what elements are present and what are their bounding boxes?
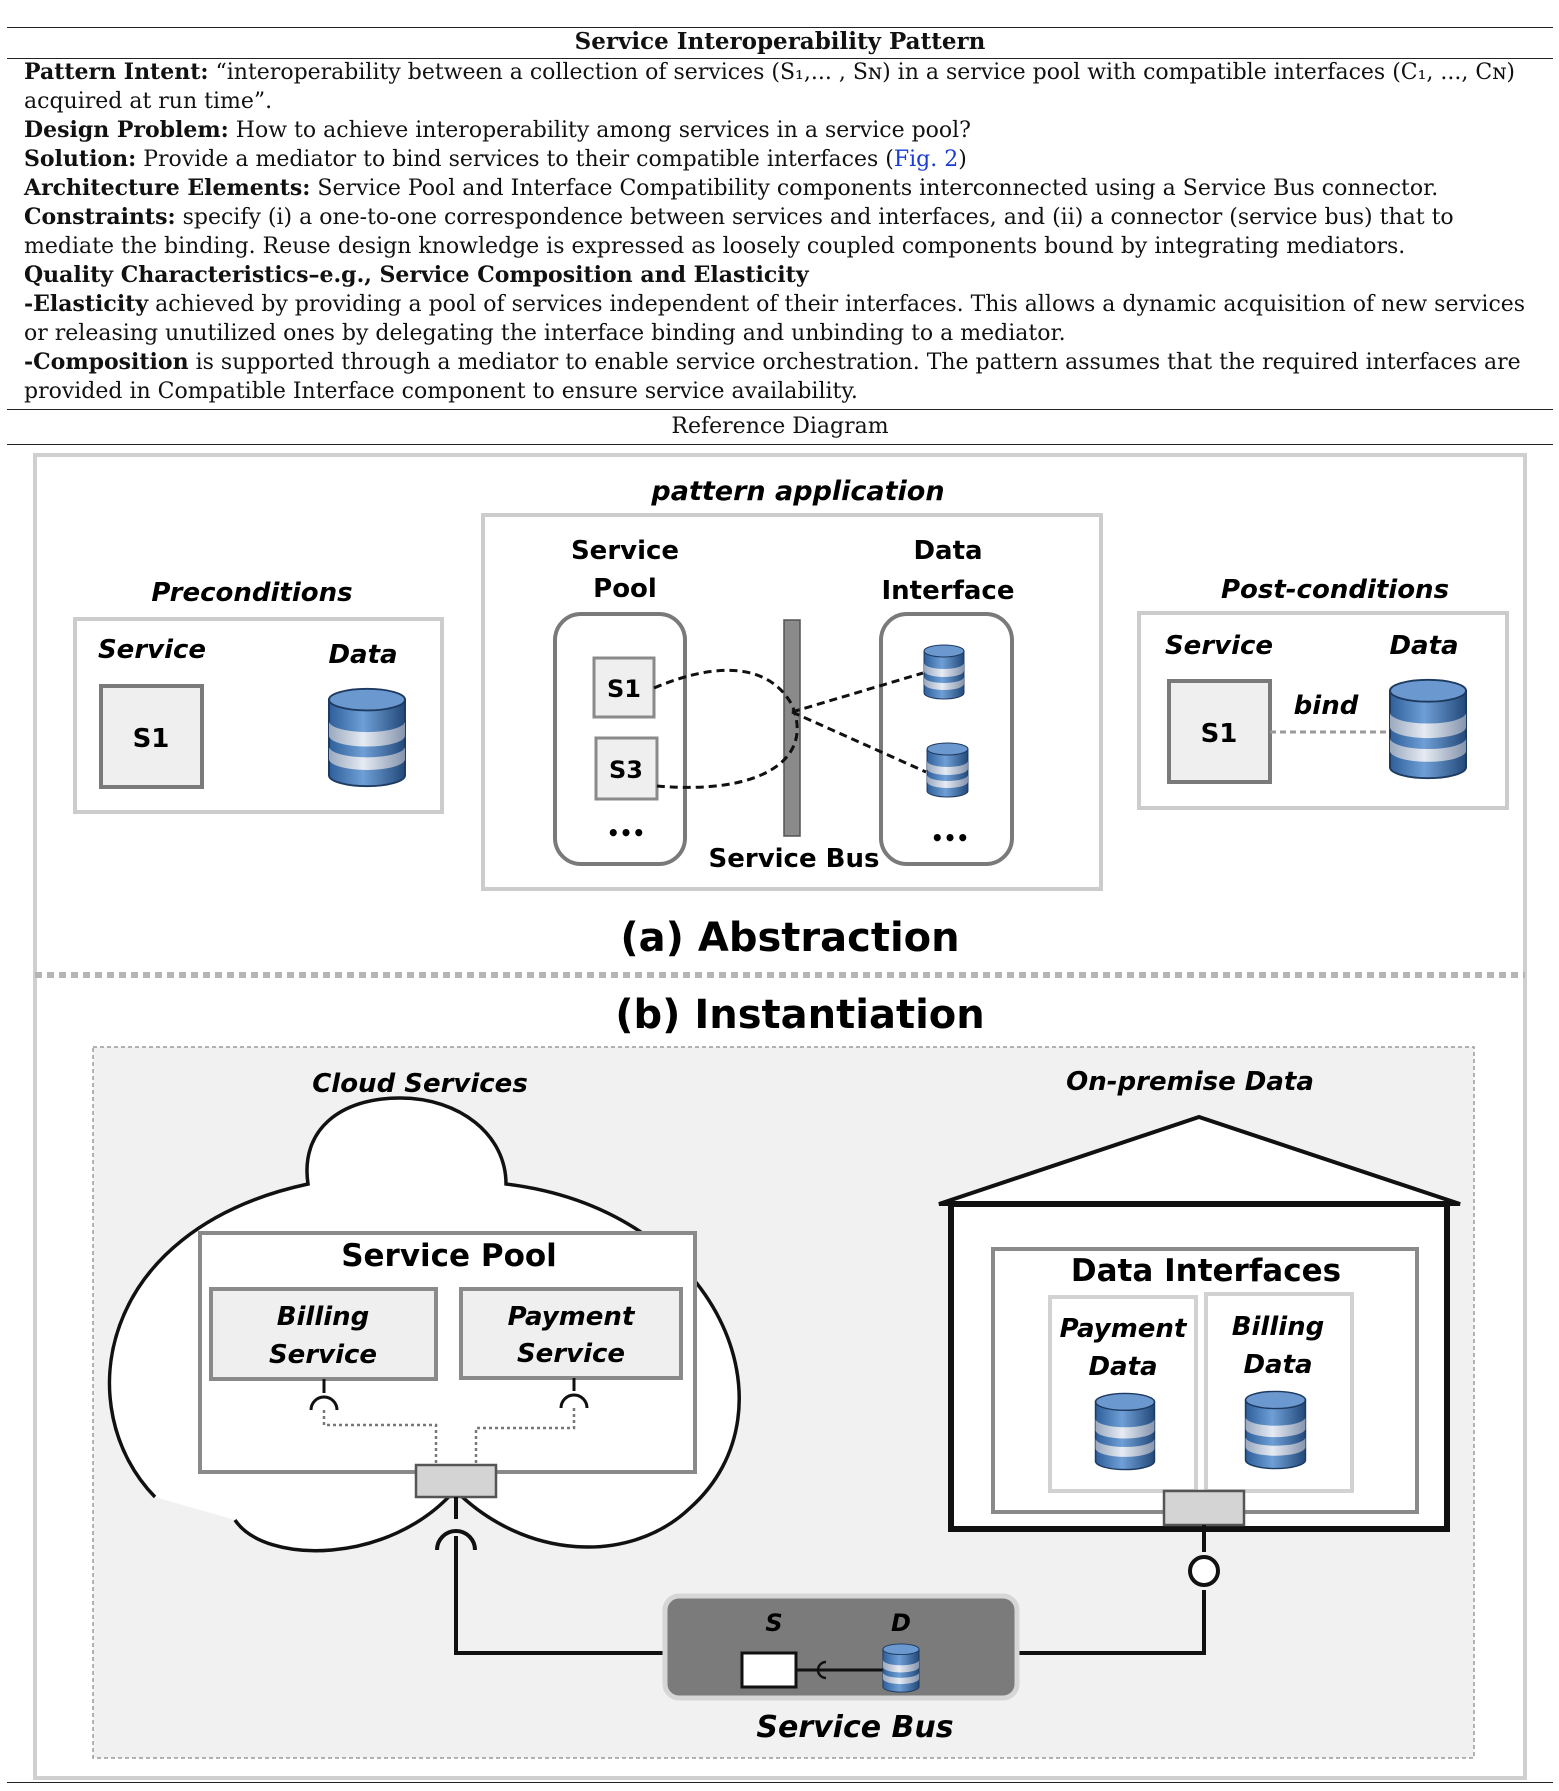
pattern-application-label: pattern application (650, 476, 944, 507)
preconditions-label: Preconditions (151, 578, 352, 608)
payment-service-line1: Payment (508, 1302, 636, 1332)
constraints: Constraints: specify (i) a one-to-one co… (24, 204, 1454, 259)
pool-s3-label: S3 (609, 756, 643, 784)
billing-service-box[interactable] (209, 1287, 438, 1381)
service-bus-bar (783, 619, 801, 837)
payment-service-line2: Service (517, 1339, 625, 1369)
service-pool-title: Service Pool (341, 1238, 557, 1274)
abstraction-caption: (a) Abstraction (620, 915, 959, 961)
payment-service-box[interactable] (459, 1287, 683, 1380)
pre-data-label: Data (328, 640, 397, 670)
interface-database-icon-2 (926, 742, 969, 798)
service-bus-box (662, 1593, 1020, 1701)
bus-s-box (740, 1651, 798, 1689)
bus-d-label: D (891, 1609, 911, 1637)
payment-database-icon (1094, 1392, 1156, 1471)
pool-s1-box (592, 656, 656, 719)
data-interface-line1: Data (913, 536, 982, 566)
fig-link[interactable]: Fig. 2 (893, 147, 959, 172)
post-service-label: Service (1165, 631, 1273, 661)
payment-data-line1: Payment (1060, 1314, 1188, 1344)
billing-database-icon (1244, 1390, 1307, 1470)
billing-data-line1: Billing (1232, 1312, 1325, 1342)
quality-characteristics: Quality Characteristics–e.g., Service Co… (24, 262, 809, 288)
composition: -Composition is supported through a medi… (24, 349, 1521, 404)
service-pool-line2: Pool (593, 574, 657, 604)
postconditions-label: Post-conditions (1221, 575, 1449, 605)
post-s1-box (1167, 679, 1272, 784)
binding-connections (653, 668, 927, 789)
design-problem: Design Problem: How to achieve interoper… (24, 117, 971, 143)
data-port (1162, 1489, 1246, 1527)
pattern-intent: Pattern Intent: “interoperability betwee… (24, 59, 1516, 114)
solution: Solution: Provide a mediator to bind ser… (24, 146, 967, 172)
bind-label: bind (1294, 691, 1359, 721)
billing-data-line2: Data (1243, 1350, 1312, 1380)
post-database-icon (1389, 678, 1467, 780)
pool-internal-wiring (322, 1408, 576, 1466)
pre-s1-box (99, 684, 204, 789)
billing-service-line1: Billing (277, 1302, 370, 1332)
reference-diagram-label: Reference Diagram (671, 414, 889, 439)
service-socket-icons (309, 1378, 589, 1411)
service-bus-bottom-label: Service Bus (756, 1710, 953, 1745)
billing-service-line2: Service (269, 1340, 377, 1370)
data-lollipop-icon (1188, 1555, 1220, 1587)
pool-s1-label: S1 (607, 675, 641, 703)
payment-data-line2: Data (1088, 1352, 1157, 1382)
pool-port (414, 1463, 498, 1499)
bus-wiring (435, 1497, 1206, 1655)
onpremise-data-label: On-premise Data (1066, 1067, 1314, 1097)
interface-ellipsis: ••• (931, 826, 969, 850)
pool-ellipsis: ••• (607, 821, 645, 845)
post-data-label: Data (1389, 631, 1458, 661)
data-interfaces-title: Data Interfaces (1071, 1253, 1341, 1289)
pre-service-label: Service (98, 635, 206, 665)
bus-database-icon (882, 1643, 920, 1693)
cloud-services-label: Cloud Services (312, 1069, 528, 1099)
service-bus-label: Service Bus (709, 844, 880, 874)
pool-s3-box (594, 736, 659, 801)
pre-s1-label: S1 (133, 724, 170, 754)
instantiation-caption: (b) Instantiation (615, 992, 985, 1038)
pattern-description: Pattern Intent: “interoperability betwee… (24, 58, 1544, 406)
service-pool-line1: Service (571, 536, 679, 566)
post-s1-label: S1 (1201, 719, 1238, 749)
elasticity: -Elasticity achieved by providing a pool… (24, 291, 1526, 346)
table-title: Service Interoperability Pattern (574, 28, 986, 55)
bus-socket-icon (816, 1660, 827, 1680)
architecture-elements: Architecture Elements: Service Pool and … (24, 175, 1439, 201)
data-interface-container (879, 612, 1014, 866)
data-interface-line2: Interface (882, 576, 1015, 606)
bus-s-label: S (765, 1609, 782, 1637)
interface-database-icon-1 (923, 644, 965, 700)
pre-database-icon (328, 687, 406, 788)
